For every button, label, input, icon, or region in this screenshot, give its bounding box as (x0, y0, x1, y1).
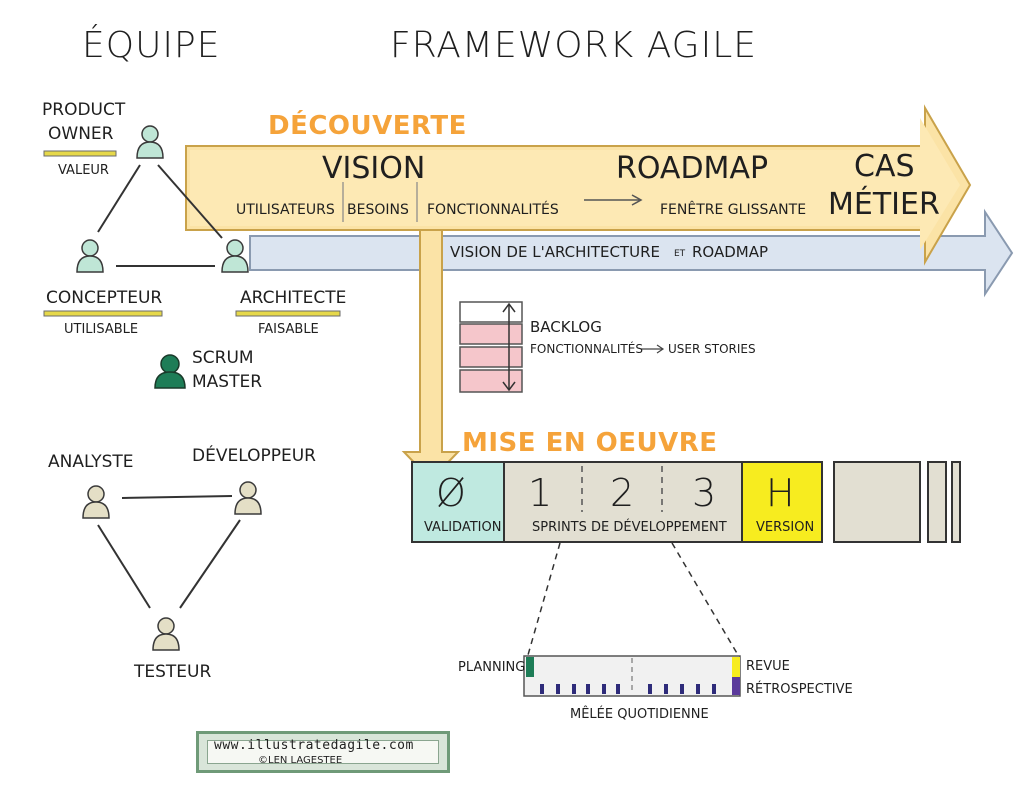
roadmap-label: ROADMAP (616, 151, 769, 186)
validation-symbol: Ø (436, 471, 466, 515)
architecture-arrow (249, 208, 1014, 298)
daily-scrum-tick (572, 684, 576, 694)
designer-role: UTILISABLE (64, 322, 139, 337)
backlog-stack (459, 301, 523, 393)
product-owner-role: VALEUR (58, 163, 109, 178)
tester-person-icon (152, 617, 180, 651)
zoom-line-left (527, 542, 561, 656)
validation-label: VALIDATION (424, 520, 502, 535)
architect-role: FAISABLE (258, 322, 319, 337)
features-label: FONCTIONNALITÉS (427, 202, 559, 218)
daily-scrum-tick (602, 684, 606, 694)
framework-header: FRAMEWORK AGILE (390, 25, 758, 66)
users-label: UTILISATEURS (236, 202, 335, 218)
vision-label: VISION (322, 151, 426, 186)
sprints-label: SPRINTS DE DÉVELOPPEMENT (532, 520, 727, 535)
daily-scrum-ticks (540, 684, 716, 694)
credit-url: www.illustratedagile.com (214, 738, 414, 753)
daily-scrum-tick (664, 684, 668, 694)
daily-scrum-tick (696, 684, 700, 694)
backlog-to: USER STORIES (668, 342, 756, 356)
daily-scrum-tick (556, 684, 560, 694)
sprint-number-3: 3 (692, 471, 717, 515)
daily-scrum-tick (540, 684, 544, 694)
scrum-master-label-line2: MASTER (192, 372, 263, 392)
developer-person-icon (234, 481, 262, 515)
product-owner-person-icon (136, 125, 164, 159)
daily-scrum-tick (616, 684, 620, 694)
release-symbol: H (766, 471, 795, 515)
features-to-roadmap-arrow (584, 194, 643, 206)
credit-author: ©LEN LAGESTEE (258, 755, 343, 766)
architecture-vision-label: VISION DE L'ARCHITECTURE (450, 243, 660, 261)
daily-scrum-tick (680, 684, 684, 694)
product-owner-label-line2: OWNER (48, 124, 114, 144)
backlog-title: BACKLOG (530, 318, 602, 336)
developer-label: DÉVELOPPEUR (192, 446, 316, 466)
delivery-title: MISE EN OEUVRE (462, 428, 718, 458)
daily-scrum-tick (586, 684, 590, 694)
credit-inner (207, 740, 439, 764)
sprint-number-2: 2 (610, 471, 635, 515)
discovery-title: DÉCOUVERTE (268, 111, 467, 141)
product-owner-label-line1: PRODUCT (42, 100, 126, 120)
delivery-timeline (411, 461, 961, 543)
sliding-window-label: FENÊTRE GLISSANTE (660, 202, 807, 218)
team-triangle-top (97, 164, 223, 267)
credit-box (196, 731, 450, 773)
needs-label: BESOINS (347, 202, 409, 218)
review-label: REVUE (746, 659, 790, 674)
planning-label: PLANNING (458, 660, 526, 675)
business-case-line2: MÉTIER (828, 187, 940, 222)
faisable-highlight (235, 310, 341, 317)
daily-scrum-tick (648, 684, 652, 694)
business-case-line1: CAS (854, 149, 915, 184)
daily-scrum-tick (712, 684, 716, 694)
zoom-line-right (671, 542, 739, 656)
release-label: VERSION (756, 520, 815, 535)
team-header: ÉQUIPE (82, 25, 221, 66)
analyst-label: ANALYSTE (48, 452, 134, 472)
architecture-roadmap-label: ROADMAP (692, 243, 769, 261)
tester-label: TESTEUR (134, 662, 212, 682)
utilisable-highlight (43, 310, 163, 317)
scrum-master-label-line1: SCRUM (192, 348, 254, 368)
architect-person-icon (221, 239, 249, 273)
discovery-arrow (185, 104, 972, 266)
scrum-master-person-icon (154, 354, 186, 389)
designer-label: CONCEPTEUR (46, 288, 163, 308)
architecture-et: ET (674, 249, 686, 259)
daily-scrum-label: MÊLÉE QUOTIDIENNE (570, 707, 709, 722)
backlog-arrow (641, 344, 665, 354)
architect-label: ARCHITECTE (240, 288, 347, 308)
designer-person-icon (76, 239, 104, 273)
analyst-person-icon (82, 485, 110, 519)
retro-label: RÉTROSPECTIVE (746, 682, 853, 697)
backlog-from: FONCTIONNALITÉS (530, 342, 643, 356)
team-triangle-bottom (97, 495, 241, 609)
sprint-number-1: 1 (528, 471, 553, 515)
valeur-highlight (43, 150, 117, 157)
